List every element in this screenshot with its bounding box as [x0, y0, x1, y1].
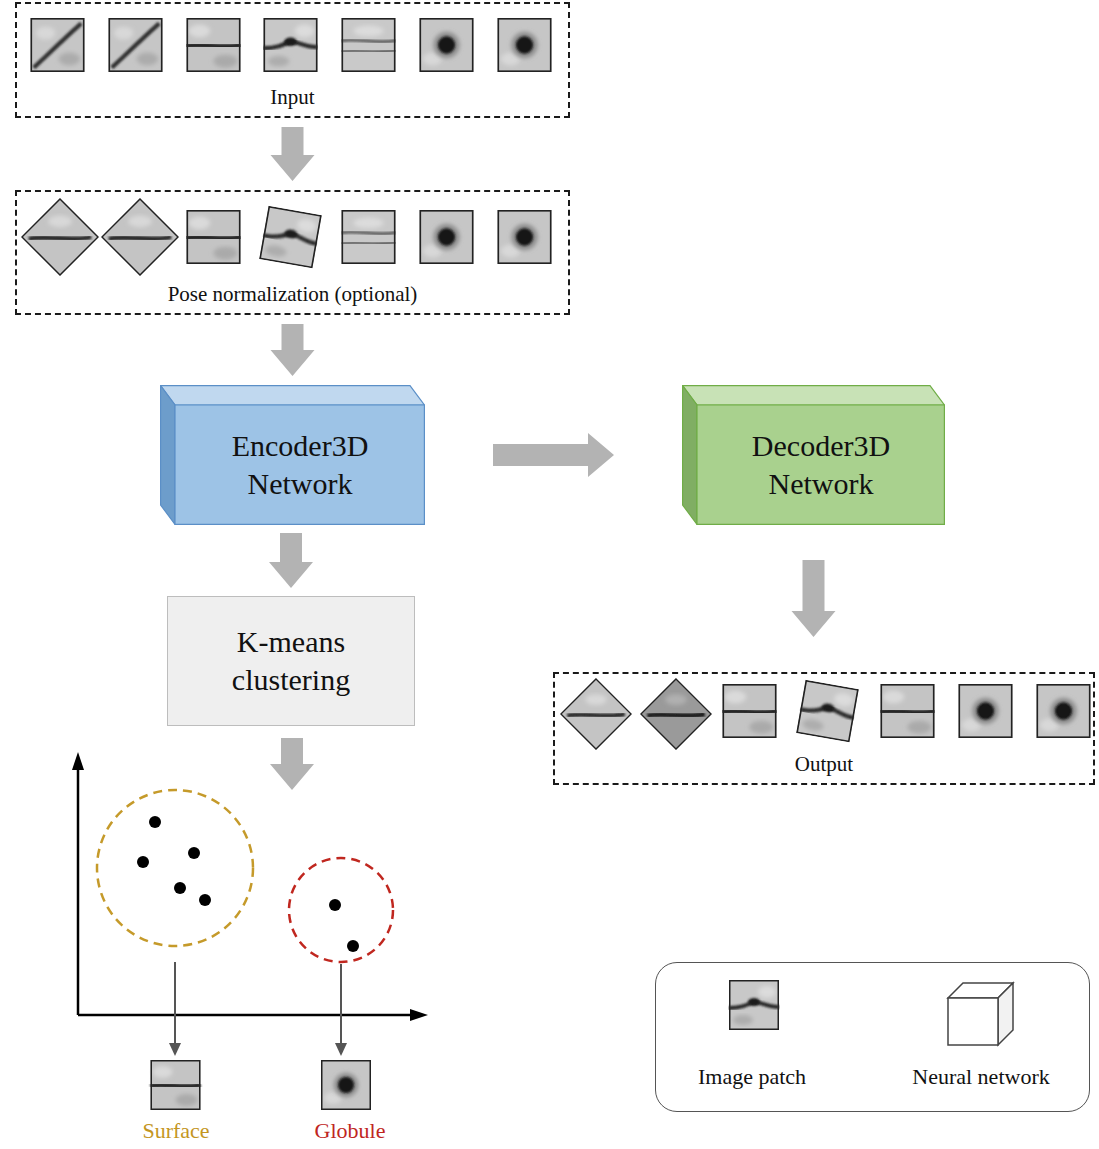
flow-arrow [493, 433, 614, 477]
output-patches [561, 679, 1091, 749]
node-label: K-means clustering [201, 623, 381, 700]
box-face [697, 405, 944, 524]
scatter-plot [72, 752, 428, 1110]
network-box: Decoder3D Network [682, 385, 945, 525]
text-holder: Decoder3D Network [697, 405, 945, 525]
node-label: Pose normalization (optional) [164, 282, 422, 307]
node-label: Decoder3D Network [731, 427, 911, 504]
box-face [683, 386, 945, 405]
process-box: K-means clustering [167, 596, 415, 726]
node-label: Input [266, 85, 318, 110]
network-box: Encoder3D Network [160, 385, 425, 525]
text-holder: Pose normalization (optional) [17, 282, 568, 307]
flow-arrow [792, 560, 836, 637]
text-holder: Encoder3D Network [175, 405, 425, 525]
text-holder: Output [555, 752, 1093, 777]
flow-arrow [270, 738, 314, 790]
input-patches [31, 18, 552, 72]
box-face [161, 386, 425, 405]
box-face [175, 405, 424, 524]
text-holder: K-means clustering [168, 597, 414, 725]
dashed-panel: Pose normalization (optional) [15, 190, 570, 315]
legend-text: Image patch [642, 1064, 862, 1090]
box-face [161, 386, 175, 525]
node-label: Output [791, 752, 857, 777]
legend-box [655, 962, 1090, 1112]
dashed-panel: Input [15, 2, 570, 118]
text-holder: Input [17, 85, 568, 110]
flow-arrow [271, 324, 315, 376]
flow-arrow [269, 533, 313, 588]
box-face [683, 386, 697, 525]
pose-patches [22, 199, 552, 275]
cluster-label: Surface [76, 1118, 276, 1144]
flow-arrow [271, 127, 315, 181]
legend-text: Neural network [871, 1064, 1091, 1090]
cluster-label: Globule [250, 1118, 450, 1144]
legend-icons [729, 980, 1013, 1045]
dashed-panel: Output [553, 672, 1095, 785]
node-label: Encoder3D Network [210, 427, 390, 504]
